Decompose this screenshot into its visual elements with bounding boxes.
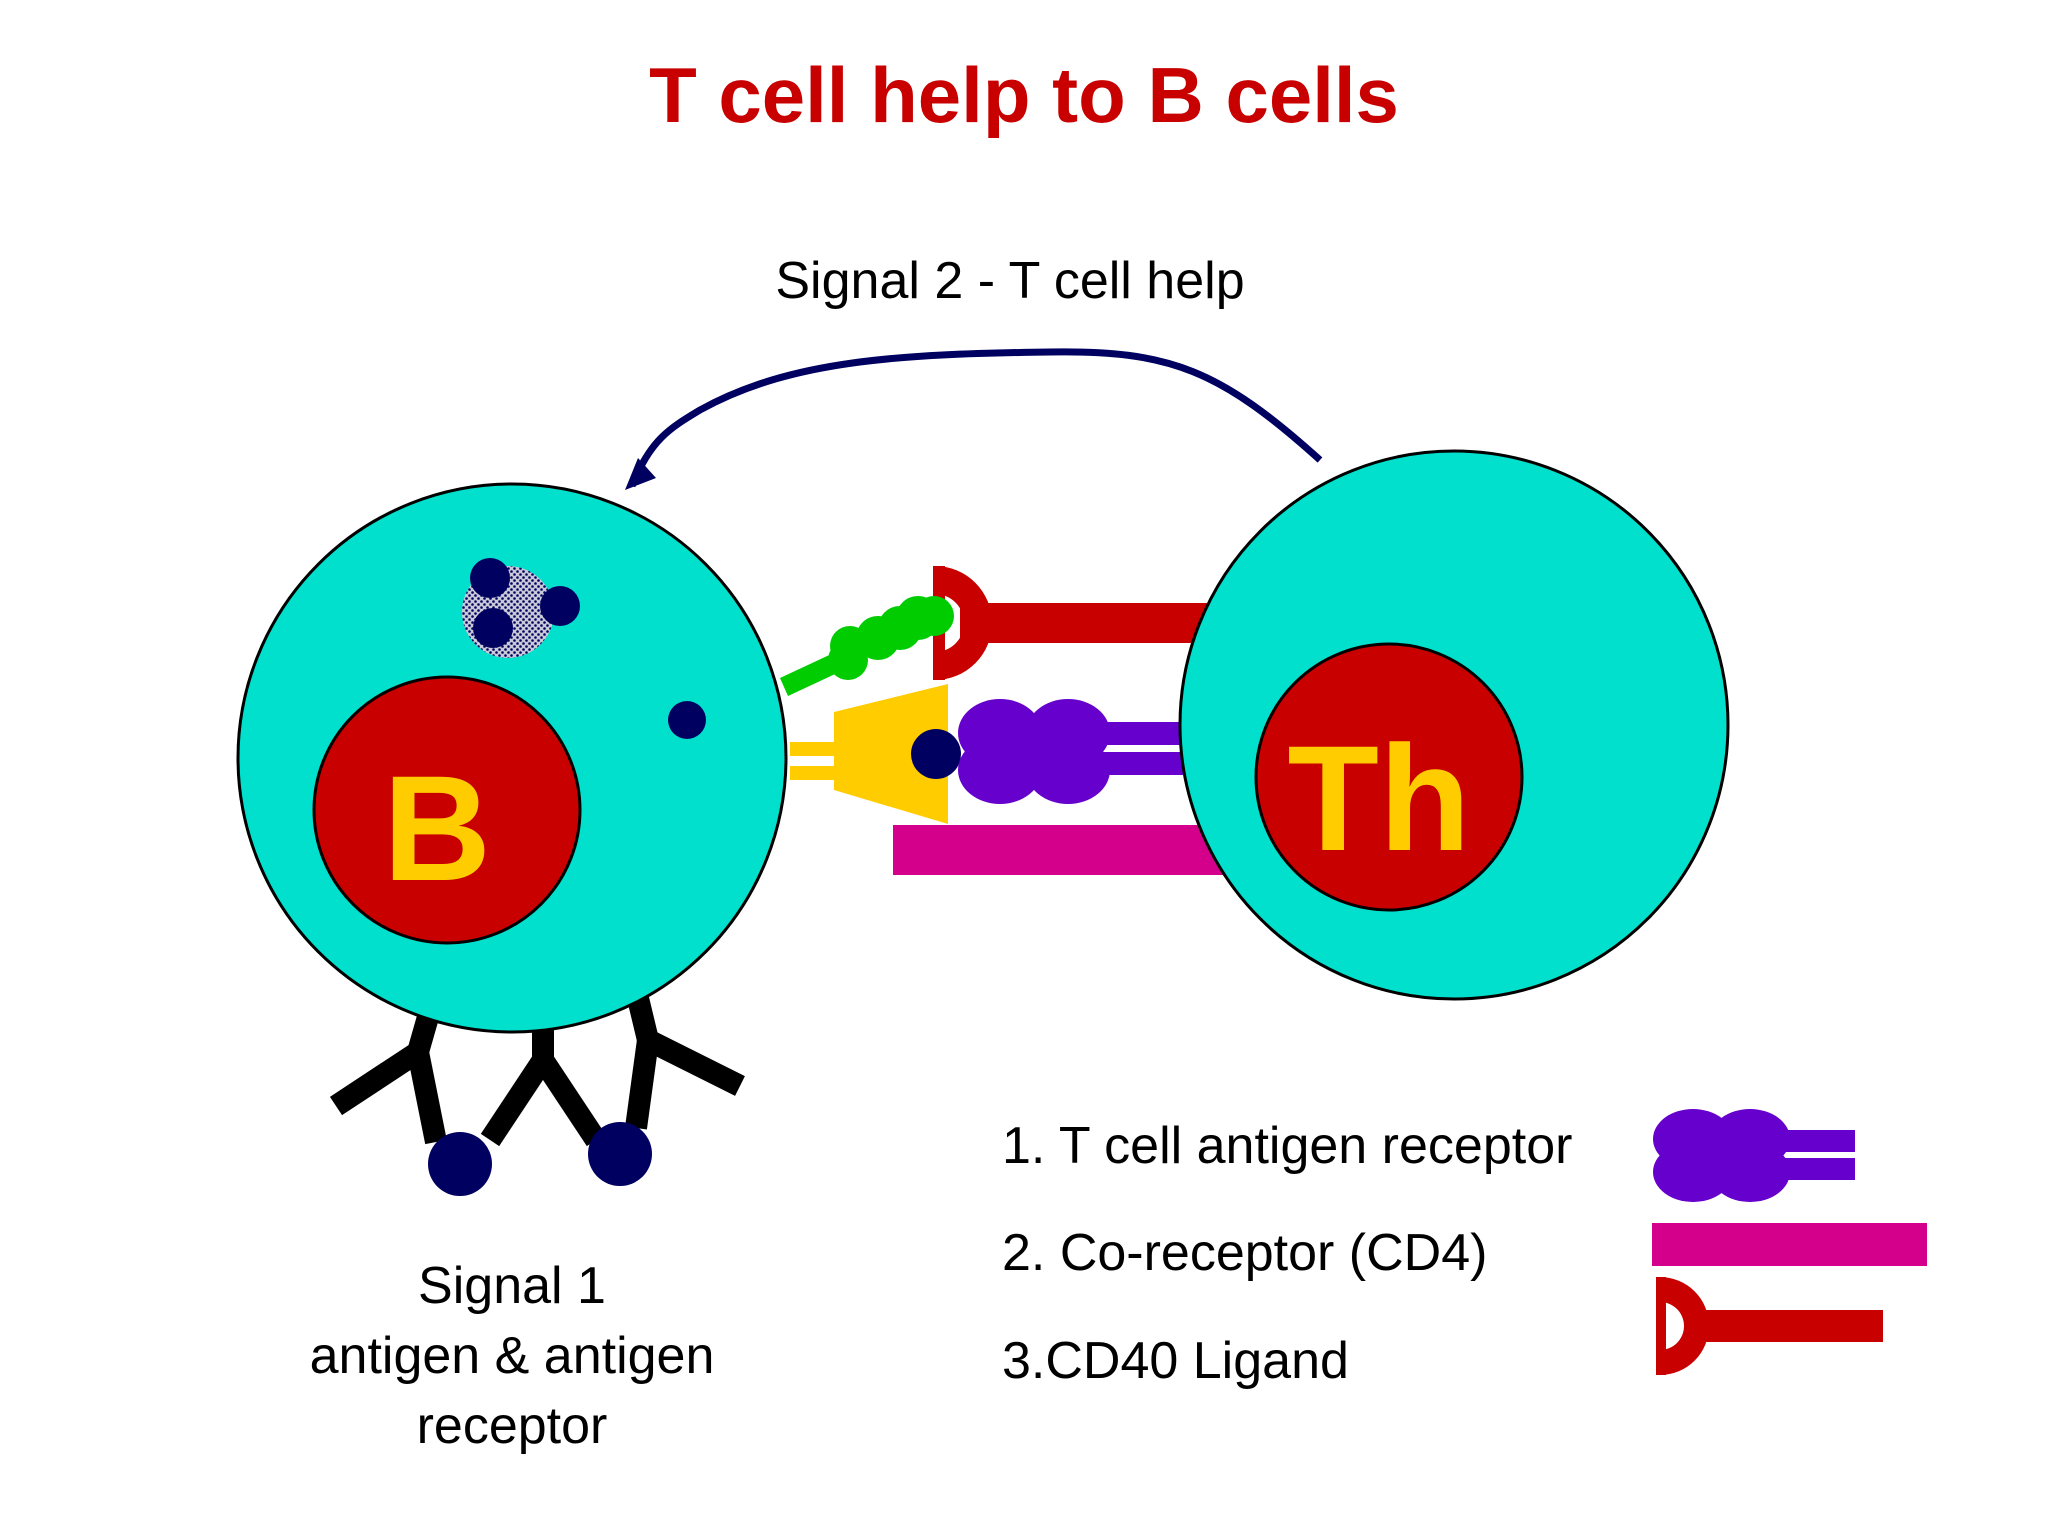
- legend-item-cd4: 2. Co-receptor (CD4): [1002, 1224, 1487, 1282]
- th-cell-label: Th: [1287, 714, 1470, 882]
- bound-antigens: [428, 1122, 652, 1196]
- signal-1-line-3: receptor: [417, 1397, 608, 1455]
- mhc-class-ii: [790, 684, 948, 824]
- signal-2-label: Signal 2 - T cell help: [775, 252, 1244, 310]
- legend-item-cd40l: 3.CD40 Ligand: [1002, 1332, 1349, 1390]
- antigen-dot: [668, 701, 706, 739]
- page-title: T cell help to B cells: [649, 51, 1399, 139]
- legend-cd4-symbol: [1652, 1223, 1927, 1266]
- antigen-dot: [470, 558, 510, 598]
- legend: 1. T cell antigen receptor 2. Co-recepto…: [1002, 1109, 1927, 1390]
- antigen-dot: [428, 1132, 492, 1196]
- cd40-ligand-cup: [935, 566, 992, 680]
- signal-1-line-1: Signal 1: [418, 1257, 606, 1315]
- th-cell-nucleus: [1254, 642, 1524, 912]
- antigen-dot: [588, 1122, 652, 1186]
- legend-tcr-symbol: [1653, 1109, 1855, 1202]
- antigen-dot: [473, 608, 513, 648]
- legend-item-tcr: 1. T cell antigen receptor: [1002, 1117, 1572, 1175]
- signal-2-arrow: [628, 348, 1323, 488]
- legend-cd40l-symbol: [1656, 1277, 1883, 1375]
- signal-2-arrowhead: [625, 458, 656, 490]
- cd4-co-receptor: [893, 825, 1253, 875]
- presented-antigen: [911, 729, 961, 779]
- t-cell-antigen-receptor: [958, 699, 1110, 804]
- b-cell-nucleus: [312, 675, 582, 945]
- signal-1-line-2: antigen & antigen: [310, 1327, 715, 1385]
- cd40-receptor: [780, 596, 954, 696]
- antigen-dot: [540, 586, 580, 626]
- b-cell-label: B: [383, 744, 491, 912]
- cd40-ligand-stem: [960, 603, 1230, 643]
